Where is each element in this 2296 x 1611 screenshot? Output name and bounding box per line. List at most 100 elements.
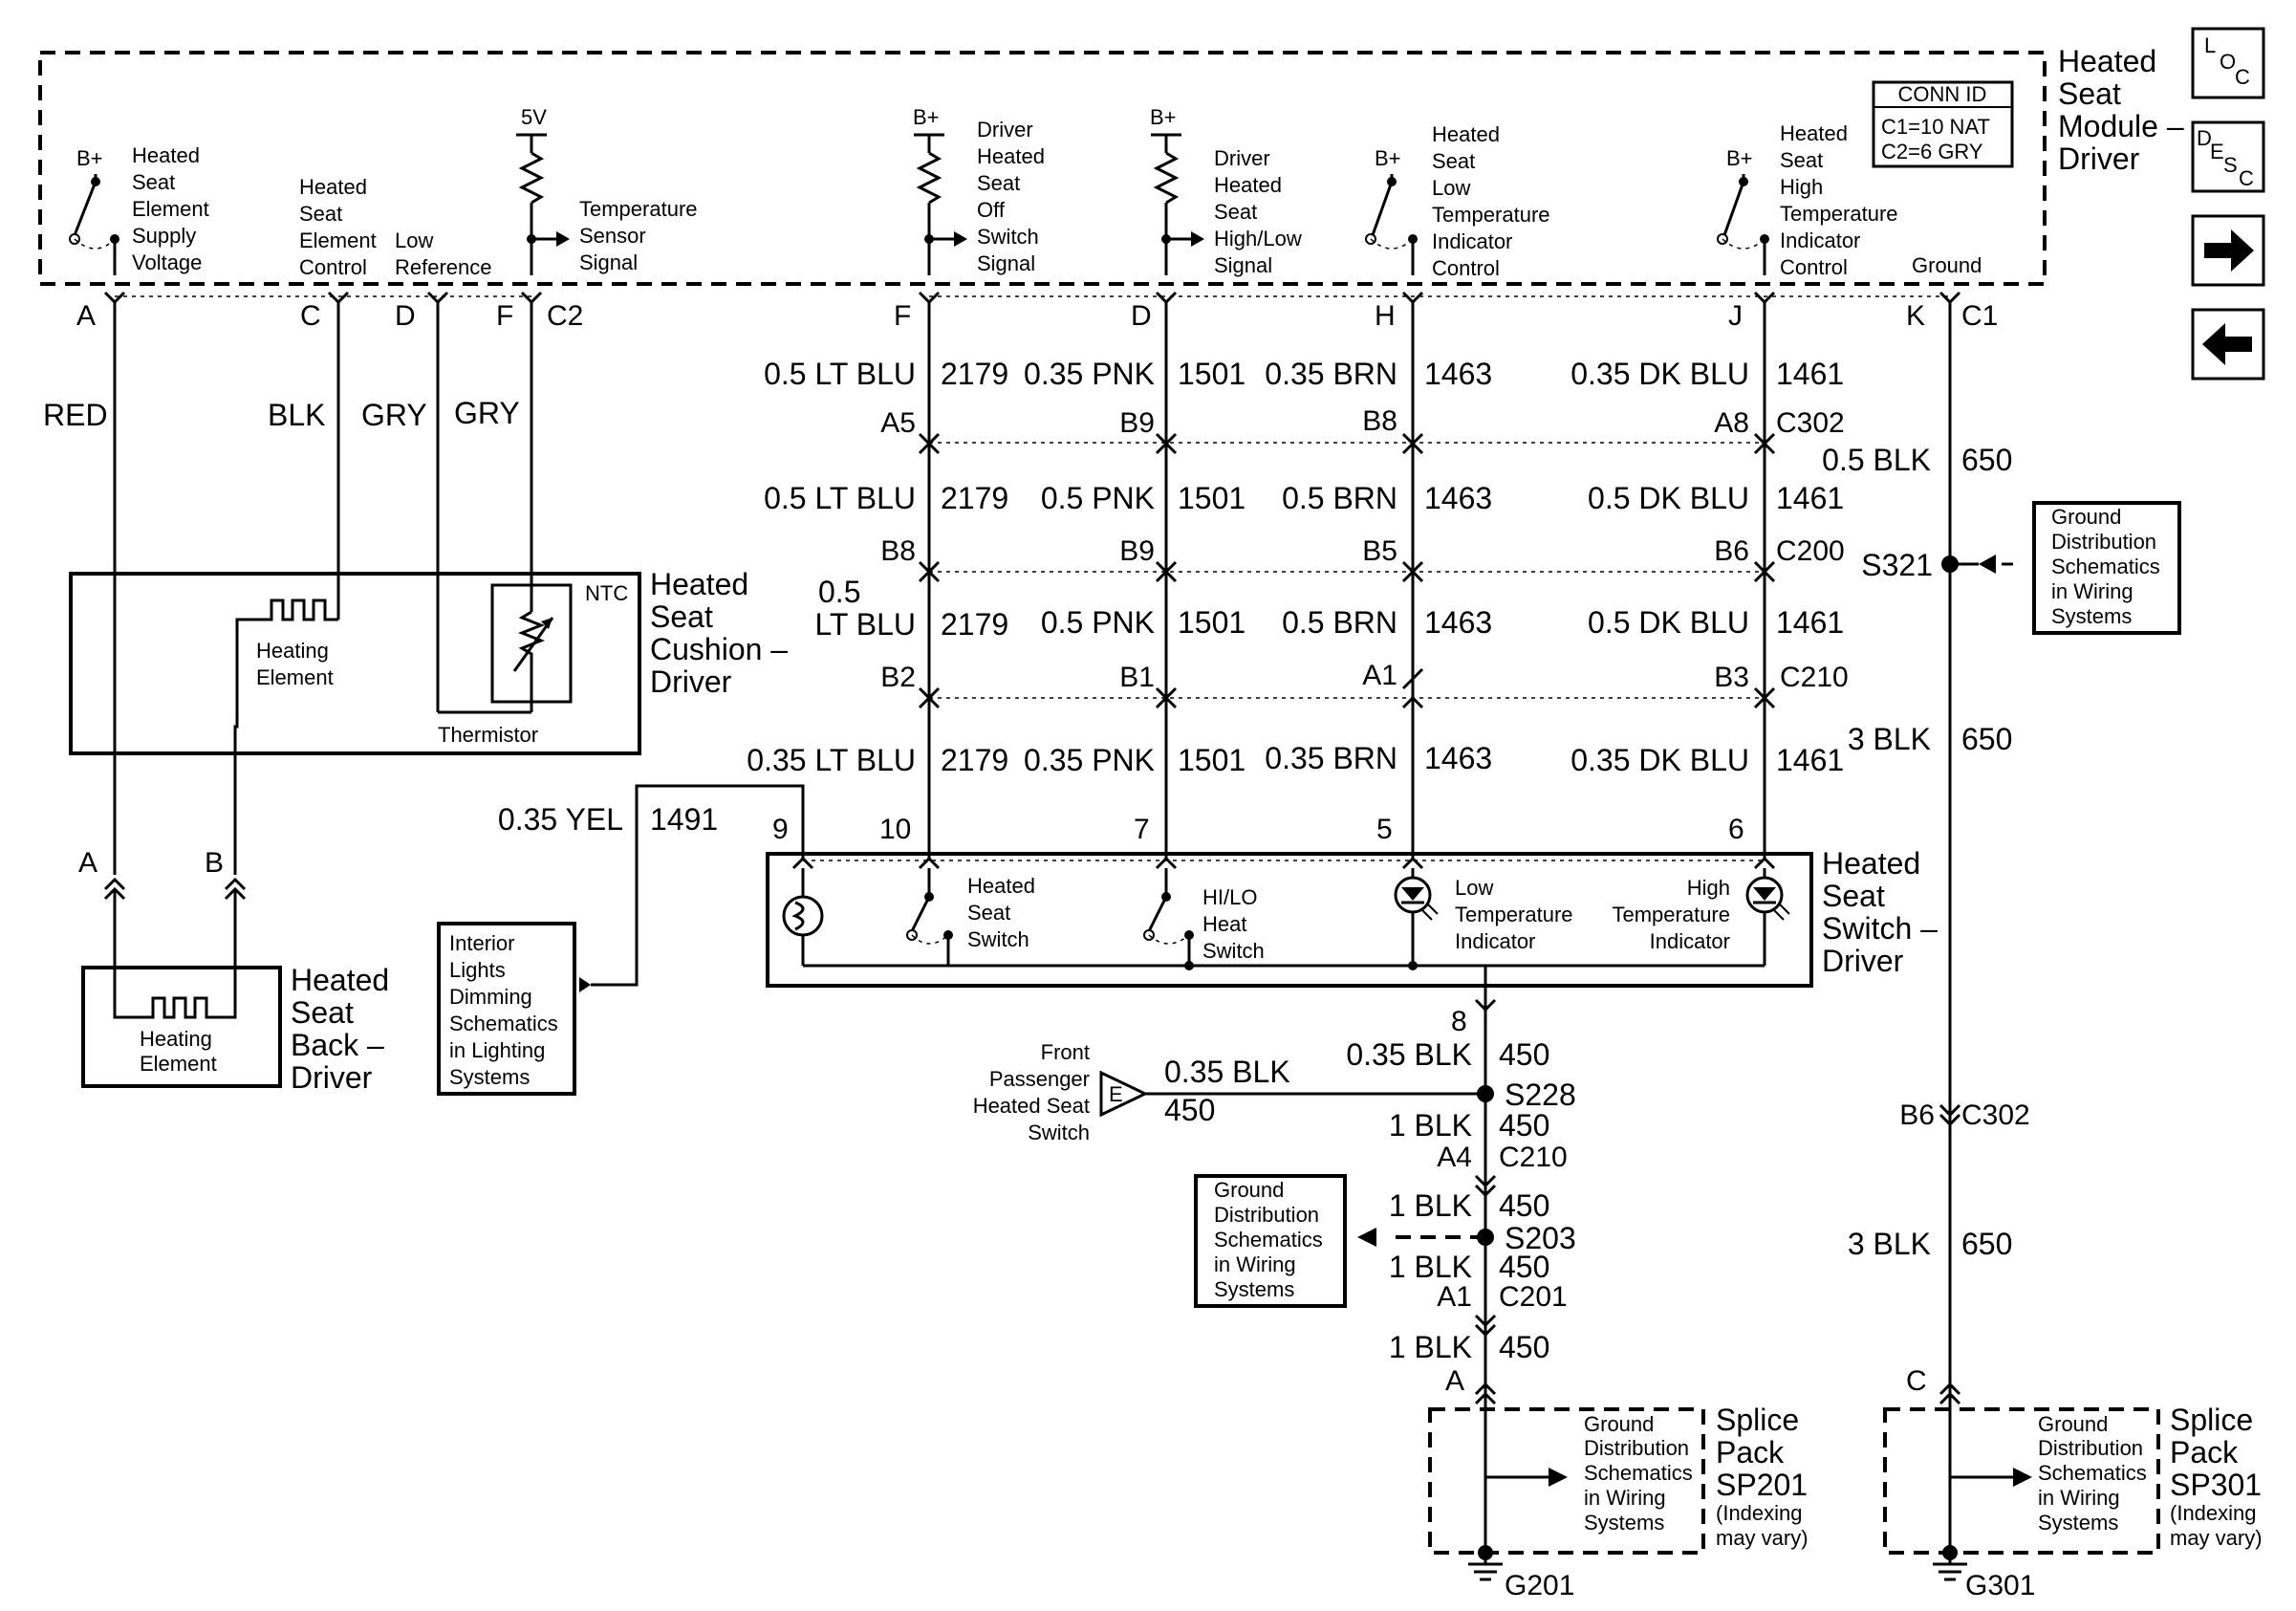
svg-text:C200: C200 bbox=[1776, 535, 1845, 567]
back-box bbox=[81, 966, 282, 1088]
center-ground-column: 8 0.35 BLK 450 S228 E 0.35 BLK 450 Front… bbox=[973, 998, 1576, 1477]
conn-id-box: CONN ID C1=10 NAT C2=6 GRY bbox=[1872, 80, 2014, 168]
svg-text:in Wiring: in Wiring bbox=[2038, 1486, 2120, 1510]
svg-text:C: C bbox=[300, 300, 321, 332]
svg-text:Seat: Seat bbox=[291, 995, 354, 1030]
svg-text:Temperature: Temperature bbox=[1612, 903, 1730, 926]
wire-row-1: 0.5 LT BLU 2179 0.35 PNK 1501 0.35 BRN 1… bbox=[764, 357, 1844, 391]
svg-text:0.35 BRN: 0.35 BRN bbox=[1265, 357, 1397, 391]
svg-text:Element: Element bbox=[132, 197, 209, 221]
svg-text:SP201: SP201 bbox=[1716, 1468, 1808, 1502]
cushion-thermistor: NTC Thermistor bbox=[438, 581, 628, 747]
svg-text:9: 9 bbox=[772, 814, 789, 845]
inline-connector-c200: B8 B9 B5 B6 C200 bbox=[880, 535, 1845, 583]
svg-text:D: D bbox=[2197, 126, 2212, 150]
svg-text:H: H bbox=[1375, 300, 1396, 332]
svg-text:0.35 BLK: 0.35 BLK bbox=[1164, 1055, 1290, 1089]
ground-column: 0.5 BLK 650 S321 3 BLK 650 B6 C302 3 BLK… bbox=[1822, 302, 2030, 1477]
splice-pack-sp301: Ground Distribution Schematics in Wiring… bbox=[1883, 1403, 2263, 1601]
supply-switch: B+ bbox=[69, 146, 119, 275]
svg-text:HI/LO: HI/LO bbox=[1202, 885, 1257, 909]
svg-text:2179: 2179 bbox=[941, 743, 1008, 777]
svg-text:Heat: Heat bbox=[1202, 912, 1246, 936]
svg-text:0.35 PNK: 0.35 PNK bbox=[1024, 357, 1155, 391]
svg-text:0.35 DK BLU: 0.35 DK BLU bbox=[1570, 743, 1749, 777]
svg-text:Heated Seat: Heated Seat bbox=[973, 1094, 1090, 1118]
svg-text:B+: B+ bbox=[1726, 146, 1753, 170]
svg-text:0.35 BRN: 0.35 BRN bbox=[1265, 741, 1397, 775]
svg-text:C2=6 GRY: C2=6 GRY bbox=[1881, 140, 1983, 163]
svg-text:C302: C302 bbox=[1961, 1099, 2030, 1131]
right-ground-ref: Ground Distribution Schematics in Wiring… bbox=[1950, 501, 2181, 635]
svg-text:650: 650 bbox=[1961, 443, 2012, 477]
high-temp-switch: B+ bbox=[1717, 146, 1769, 275]
svg-text:Schematics: Schematics bbox=[449, 1012, 558, 1035]
svg-text:Schematics: Schematics bbox=[2051, 555, 2160, 578]
svg-text:S228: S228 bbox=[1505, 1078, 1576, 1112]
hilo-label: Driver Heated Seat High/Low Signal bbox=[1214, 146, 1302, 277]
svg-text:0.5 BRN: 0.5 BRN bbox=[1282, 605, 1397, 640]
svg-text:A1: A1 bbox=[1362, 660, 1397, 691]
loc-button[interactable]: L O C bbox=[2191, 27, 2265, 99]
next-page-button[interactable] bbox=[2191, 214, 2265, 287]
svg-text:Ground: Ground bbox=[1214, 1178, 1284, 1202]
svg-text:Seat: Seat bbox=[299, 202, 342, 226]
svg-text:High: High bbox=[1780, 175, 1823, 199]
left-wire-colors: RED BLK GRY GRY bbox=[43, 396, 520, 432]
back-connector: A B bbox=[78, 847, 247, 1004]
svg-text:1 BLK: 1 BLK bbox=[1389, 1250, 1472, 1284]
svg-text:D: D bbox=[1131, 300, 1152, 332]
svg-text:Switch: Switch bbox=[977, 225, 1039, 249]
svg-text:Schematics: Schematics bbox=[1214, 1228, 1323, 1252]
svg-text:E: E bbox=[2210, 140, 2224, 163]
svg-text:1461: 1461 bbox=[1776, 605, 1844, 640]
svg-text:Front: Front bbox=[1041, 1040, 1090, 1064]
svg-text:GRY: GRY bbox=[454, 396, 520, 430]
svg-text:Driver: Driver bbox=[2058, 142, 2140, 176]
temp-sensor-label: Temperature Sensor Signal bbox=[579, 197, 698, 274]
svg-text:1463: 1463 bbox=[1424, 357, 1492, 391]
svg-text:Systems: Systems bbox=[1214, 1277, 1294, 1301]
svg-text:Seat: Seat bbox=[967, 901, 1010, 925]
prev-page-button[interactable] bbox=[2191, 308, 2265, 381]
svg-text:Thermistor: Thermistor bbox=[438, 723, 538, 747]
svg-text:1501: 1501 bbox=[1178, 481, 1245, 515]
dimming-wire: 0.35 YEL 1491 Interior Lights Dimming Sc… bbox=[437, 784, 805, 1096]
inline-connector-c302: A5 B9 B8 A8 C302 bbox=[880, 405, 1845, 455]
svg-text:0.35 DK BLU: 0.35 DK BLU bbox=[1570, 357, 1749, 391]
svg-text:Heated: Heated bbox=[1214, 173, 1282, 197]
svg-text:Indicator: Indicator bbox=[1432, 229, 1512, 253]
svg-text:1463: 1463 bbox=[1424, 741, 1492, 775]
svg-text:(Indexing: (Indexing bbox=[2170, 1501, 2257, 1525]
svg-text:Schematics: Schematics bbox=[2038, 1461, 2147, 1485]
svg-text:0.35 LT BLU: 0.35 LT BLU bbox=[747, 743, 916, 777]
svg-text:Supply: Supply bbox=[132, 224, 196, 248]
svg-text:B3: B3 bbox=[1714, 662, 1749, 693]
svg-text:B+: B+ bbox=[1150, 105, 1177, 129]
svg-text:0.5 DK BLU: 0.5 DK BLU bbox=[1588, 605, 1749, 640]
svg-text:650: 650 bbox=[1961, 1227, 2012, 1261]
svg-text:K: K bbox=[1906, 300, 1925, 332]
svg-text:0.5 DK BLU: 0.5 DK BLU bbox=[1588, 481, 1749, 515]
svg-text:Heated: Heated bbox=[650, 567, 748, 601]
svg-text:C1: C1 bbox=[1961, 300, 1998, 332]
svg-text:Signal: Signal bbox=[579, 250, 638, 274]
cushion-heating-element: Heating Element bbox=[233, 599, 338, 875]
svg-text:Cushion –: Cushion – bbox=[650, 632, 788, 666]
svg-text:Switch: Switch bbox=[967, 927, 1029, 951]
svg-text:C1=10 NAT: C1=10 NAT bbox=[1881, 115, 1990, 139]
svg-text:2179: 2179 bbox=[941, 357, 1008, 391]
svg-text:B: B bbox=[205, 847, 224, 879]
svg-text:8: 8 bbox=[1451, 1006, 1467, 1037]
low-ref-label-2: Reference bbox=[395, 255, 492, 279]
svg-text:Distribution: Distribution bbox=[1214, 1203, 1319, 1227]
ground-signal-label: Ground bbox=[1912, 253, 1982, 277]
svg-text:RED: RED bbox=[43, 398, 108, 432]
svg-text:Element: Element bbox=[256, 665, 334, 689]
wire-row-2: 0.5 LT BLU 2179 0.5 PNK 1501 0.5 BRN 146… bbox=[764, 481, 1844, 515]
desc-button[interactable]: D E S C bbox=[2191, 120, 2265, 193]
off-switch-resistor: B+ bbox=[913, 105, 967, 275]
svg-text:Distribution: Distribution bbox=[2051, 530, 2156, 554]
low-temp-label: Heated Seat Low Temperature Indicator Co… bbox=[1432, 122, 1550, 280]
